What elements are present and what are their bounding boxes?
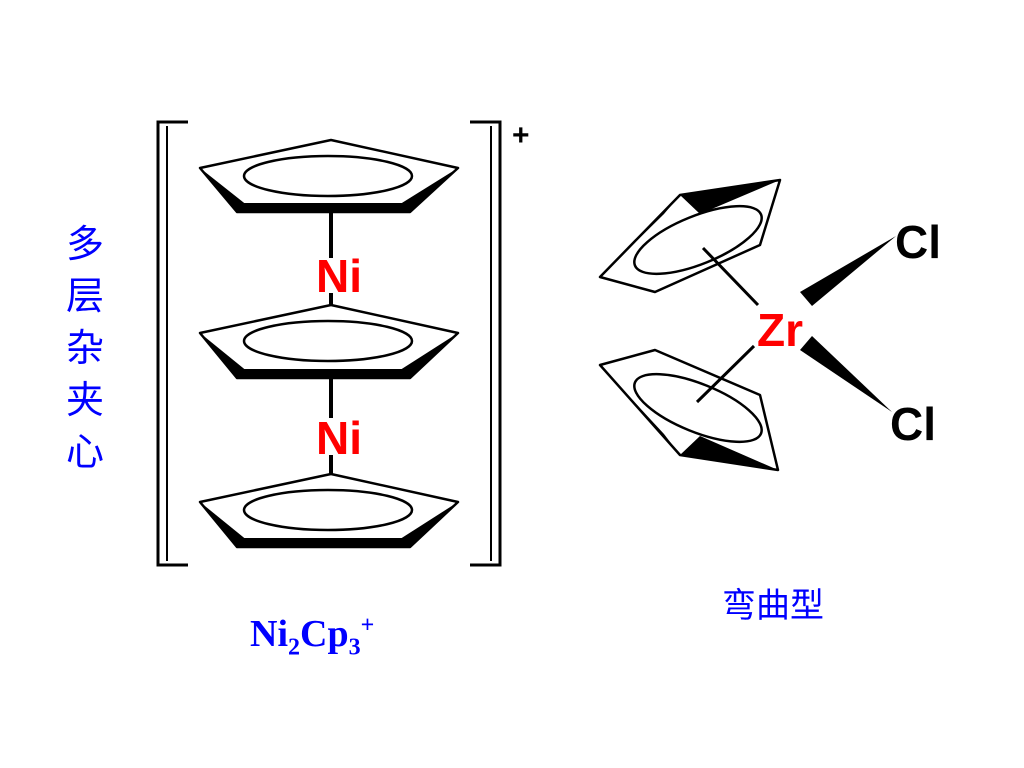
vertical-label-char: 夹 bbox=[65, 378, 104, 422]
formula-superscript-plus: + bbox=[360, 612, 375, 639]
metal-label-zr: Zr bbox=[757, 304, 803, 356]
vertical-label-char: 心 bbox=[65, 430, 104, 474]
vertical-label-char: 层 bbox=[65, 274, 104, 318]
formula-ni: Ni bbox=[250, 613, 288, 655]
metal-label-ni-upper: Ni bbox=[316, 250, 362, 302]
cp-ring-middle bbox=[198, 303, 460, 380]
cp-ring-bent-upper bbox=[598, 178, 782, 294]
metal-label-ni-lower: Ni bbox=[316, 412, 362, 464]
zr-cp-bond-upper bbox=[701, 246, 760, 307]
left-bracket bbox=[156, 120, 188, 567]
zr-cl-wedge-upper bbox=[800, 236, 896, 306]
zr-cl-wedge-lower bbox=[800, 336, 892, 412]
cp-ring-bottom bbox=[198, 472, 460, 549]
cp-ring-bent-lower bbox=[598, 348, 780, 472]
cp-ring-top bbox=[198, 138, 460, 214]
ligand-label-cl-upper: Cl bbox=[895, 216, 941, 268]
formula-cp: Cp bbox=[300, 613, 349, 655]
vertical-label-multideck-sandwich: 多 层 杂 夹 心 bbox=[58, 218, 112, 478]
vertical-label-char: 杂 bbox=[65, 326, 104, 370]
ligand-label-cl-lower: Cl bbox=[890, 398, 936, 450]
vertical-label-char: 多 bbox=[65, 222, 104, 266]
bent-type-caption: 弯曲型 bbox=[722, 586, 824, 626]
formula-subscript-3: 3 bbox=[348, 634, 361, 661]
sandwich-formula: Ni2Cp3+ bbox=[250, 612, 374, 662]
zr-cp-bond-lower bbox=[695, 344, 756, 404]
right-bracket bbox=[470, 120, 502, 567]
formula-subscript-2: 2 bbox=[288, 634, 300, 661]
charge-sign: + bbox=[512, 119, 530, 152]
